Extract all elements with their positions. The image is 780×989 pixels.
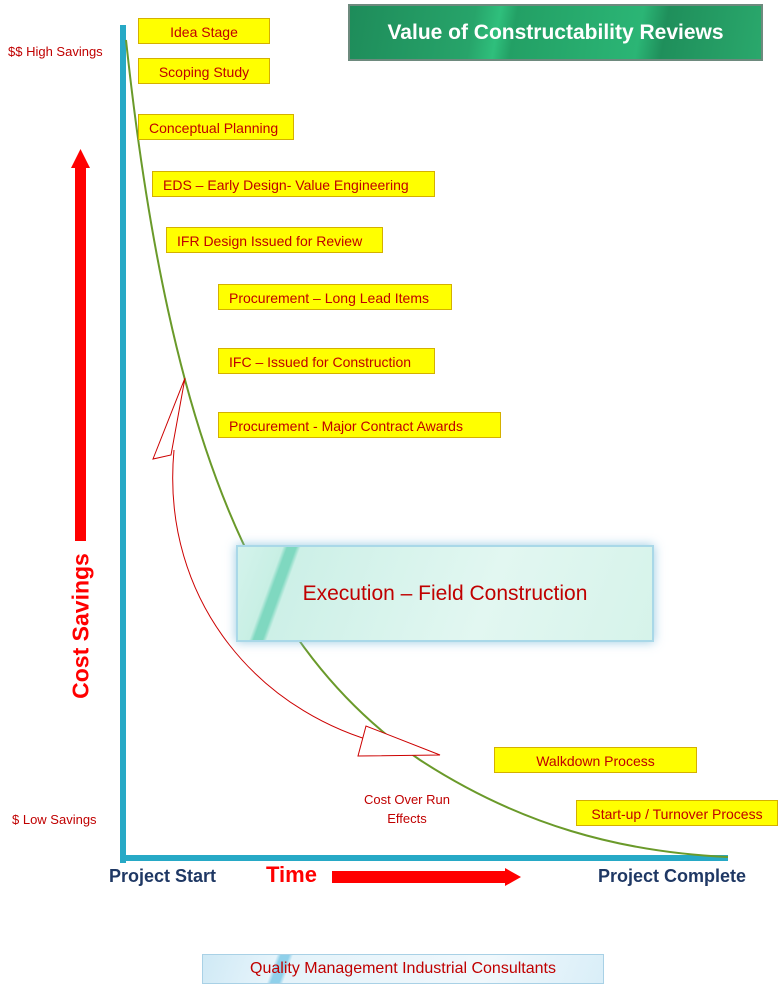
savings-curve [125,39,729,858]
stage-idea: Idea Stage [138,18,270,44]
project-start-label: Project Start [109,866,217,886]
cost-overrun-curve [172,449,401,749]
cost-overrun-head-bottom [357,725,441,757]
stage-ifr: IFR Design Issued for Review [166,227,383,253]
title-banner: Value of Constructability Reviews [348,4,763,61]
stage-conceptual-planning: Conceptual Planning [138,114,294,140]
low-savings-label: $ Low Savings [12,812,97,827]
stage-startup-turnover: Start-up / Turnover Process [576,800,778,826]
execution-box: Execution – Field Construction [236,545,654,642]
stage-walkdown: Walkdown Process [494,747,697,773]
time-label: Time [266,862,317,887]
stage-ifc: IFC – Issued for Construction [218,348,435,374]
high-savings-label: $$ High Savings [8,44,103,59]
cost-savings-arrow-shaft [75,166,86,541]
cost-savings-arrow-head [71,149,90,168]
time-arrow-head [505,868,521,886]
stage-procurement-long-lead: Procurement – Long Lead Items [218,284,452,310]
time-arrow-shaft [332,871,507,883]
stage-eds: EDS – Early Design- Value Engineering [152,171,435,197]
stage-scoping-study: Scoping Study [138,58,270,84]
stage-procurement-major: Procurement - Major Contract Awards [218,412,501,438]
cost-savings-label: Cost Savings [67,553,94,699]
project-complete-label: Project Complete [598,866,747,886]
cost-overrun-label: Cost Over Run Effects [364,792,450,826]
footer-banner: Quality Management Industrial Consultant… [202,954,604,984]
cost-overrun-head-top [152,377,186,460]
